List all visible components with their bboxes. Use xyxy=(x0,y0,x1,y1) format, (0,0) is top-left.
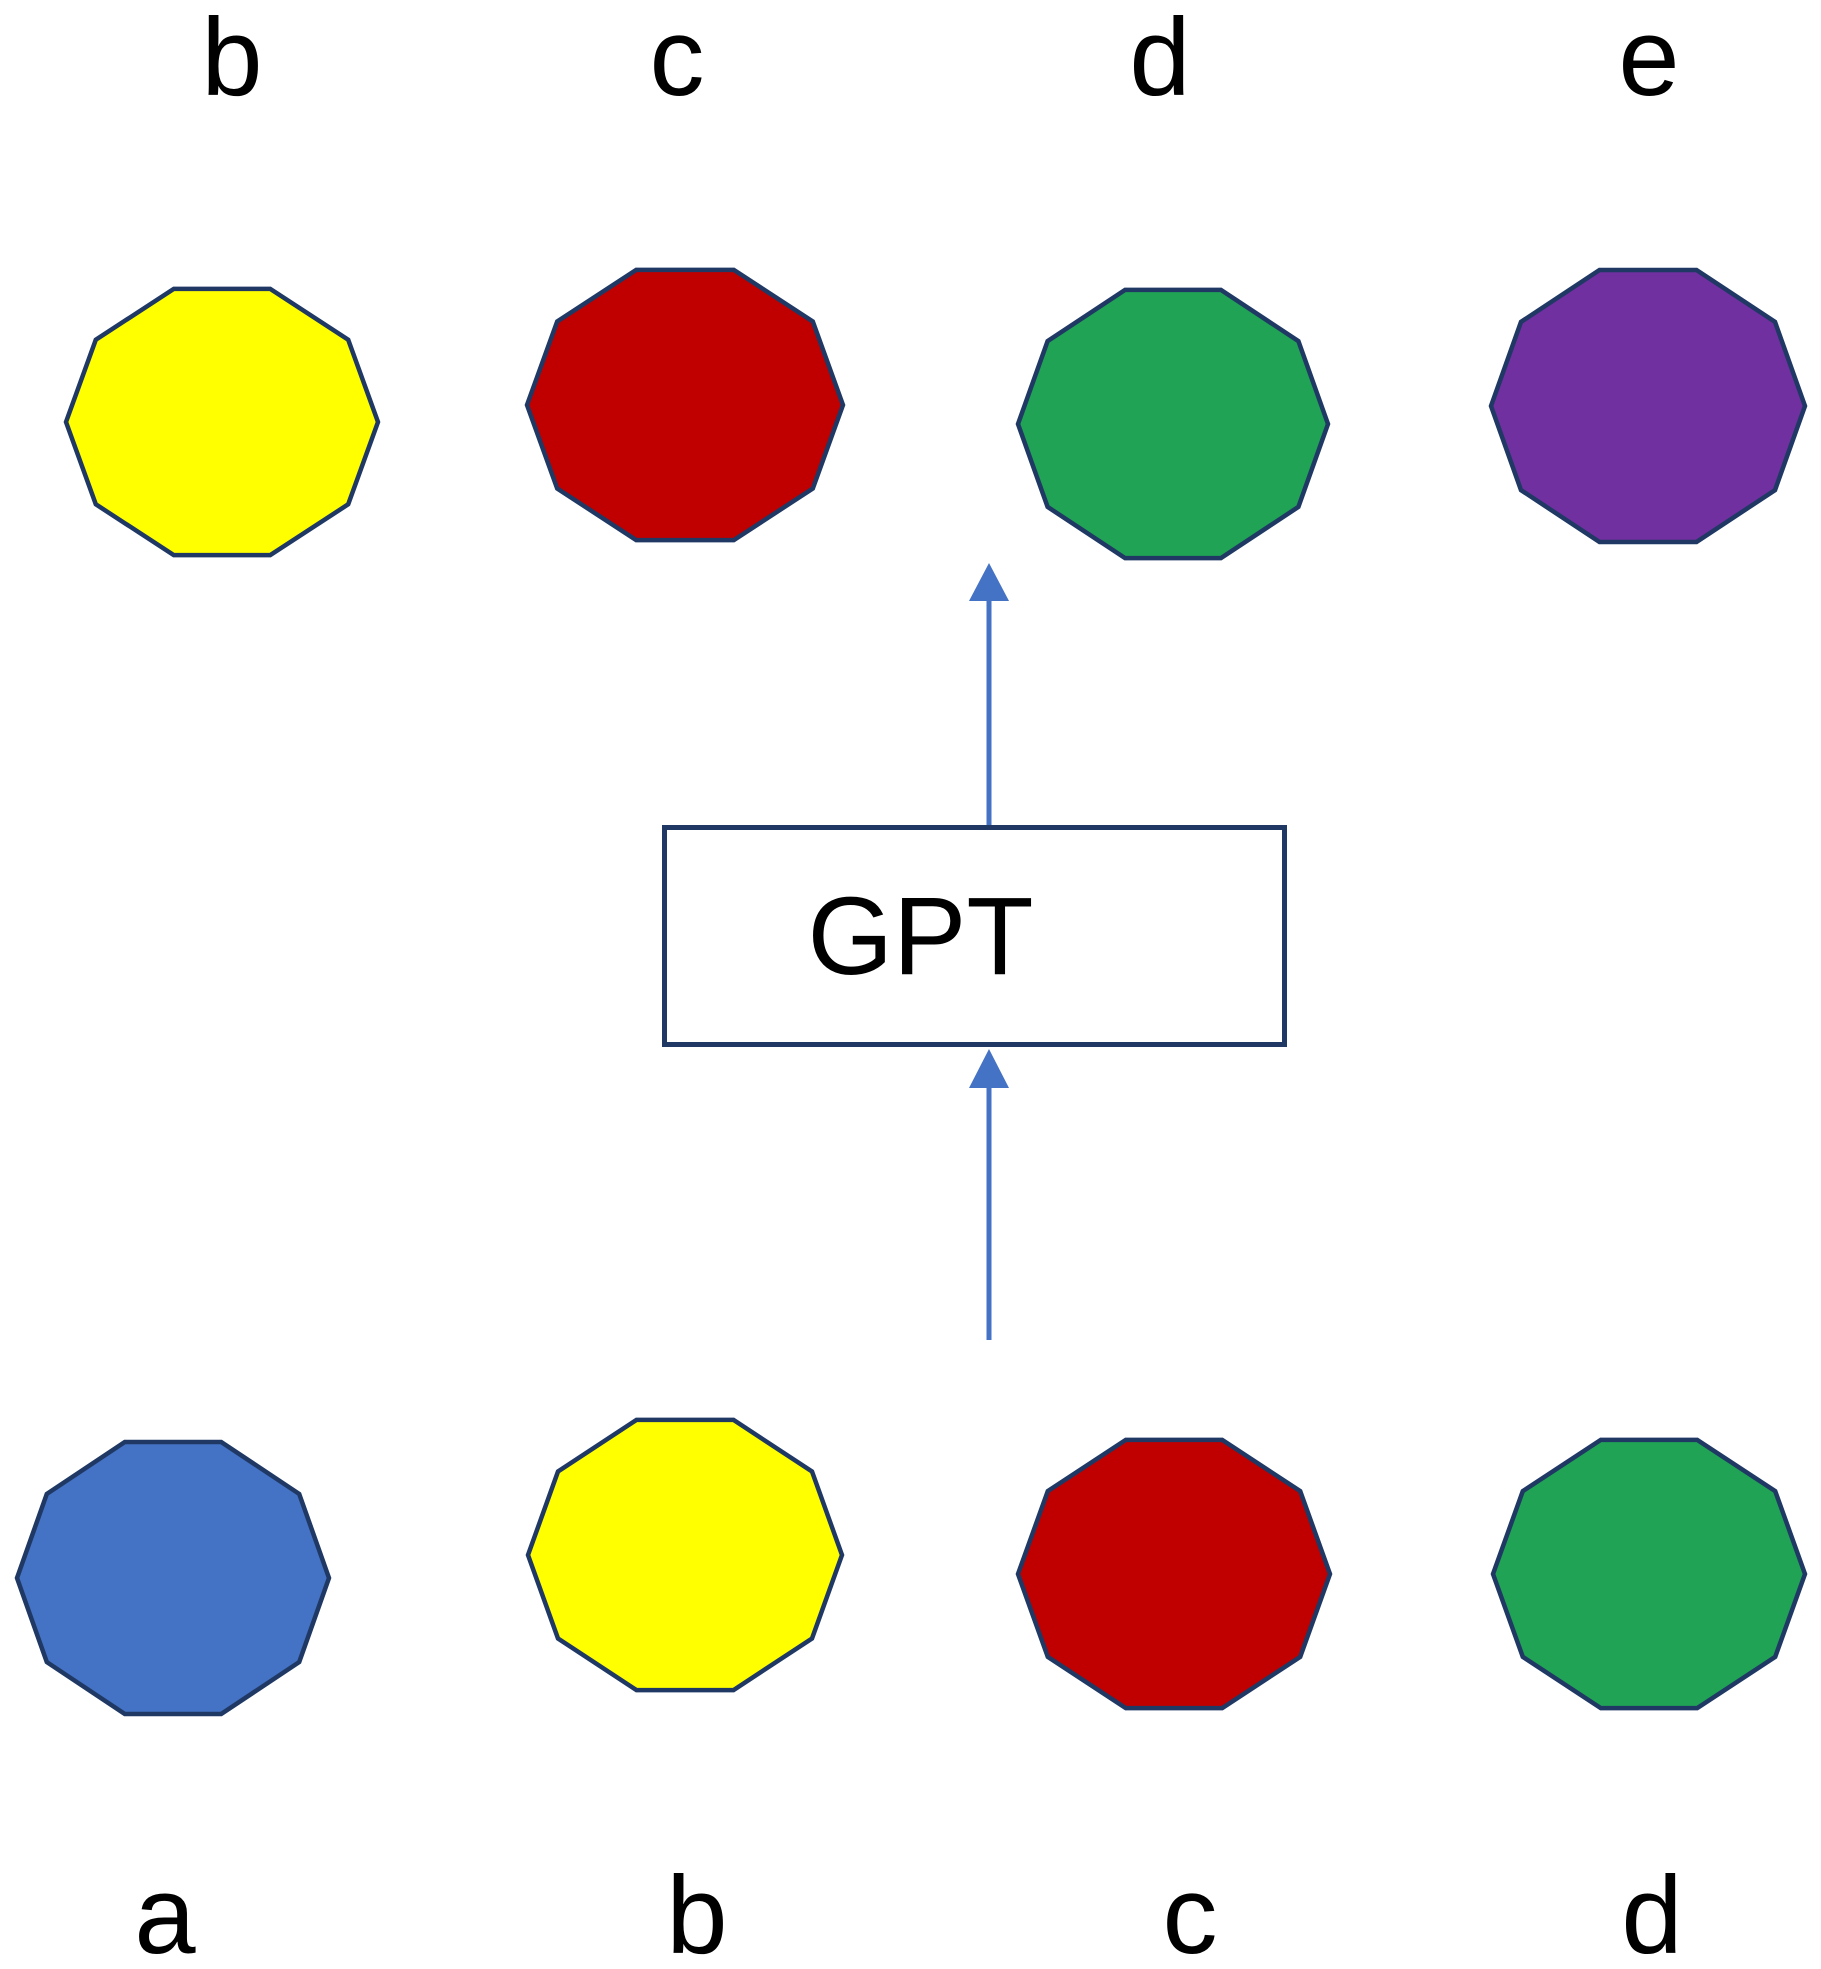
output-token-purple-decagon xyxy=(1488,267,1808,545)
input-token-yellow-decagon xyxy=(525,1417,845,1693)
gpt-model-box: GPT xyxy=(662,825,1287,1047)
input-label-c: c xyxy=(1162,1854,1218,1969)
output-label-c: c xyxy=(649,0,705,119)
output-label-e: e xyxy=(1618,0,1680,119)
output-token-yellow-decagon xyxy=(63,286,381,558)
output-arrow-head xyxy=(969,563,1009,601)
gpt-model-label: GPT xyxy=(807,874,1034,998)
input-label-b: b xyxy=(666,1854,728,1969)
input-label-d: d xyxy=(1621,1854,1683,1969)
input-arrow-head xyxy=(969,1049,1009,1088)
output-label-d: d xyxy=(1129,0,1191,119)
output-token-green-decagon xyxy=(1015,287,1331,561)
output-token-red-decagon xyxy=(524,267,846,543)
output-label-b: b xyxy=(201,0,263,119)
input-token-green-decagon xyxy=(1490,1437,1808,1711)
input-token-blue-decagon xyxy=(14,1439,332,1717)
input-label-a: a xyxy=(134,1854,196,1969)
input-token-red-decagon xyxy=(1015,1437,1333,1711)
